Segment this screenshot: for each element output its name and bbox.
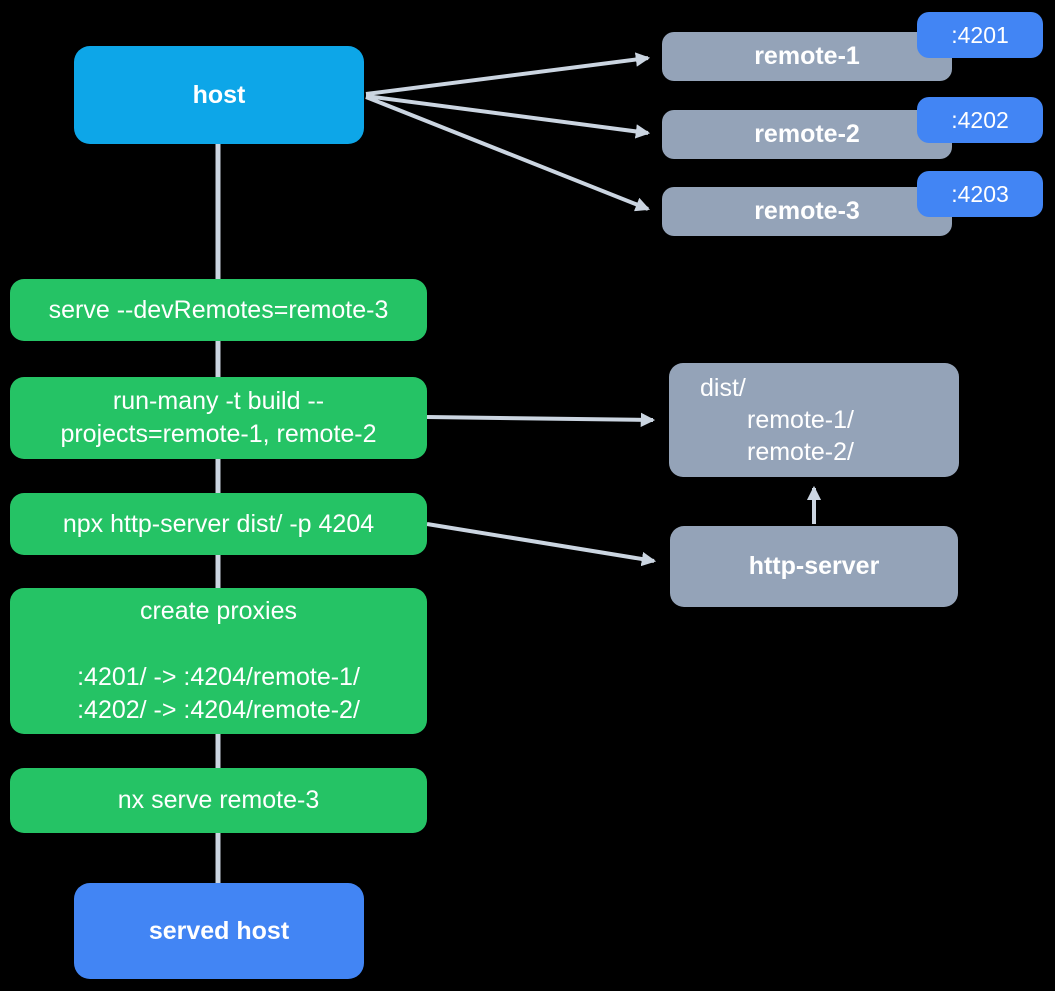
port-badge-4202: :4202 [917,97,1043,143]
port-badge-4201: :4201 [917,12,1043,58]
host-node: host [74,46,364,144]
host-label: host [192,80,246,109]
edge-host-remote-2 [365,94,651,139]
port-badge-4202-label: :4202 [951,106,1009,133]
step-nx-serve-remote-3-text: nx serve remote-3 [117,786,320,814]
step-create-proxies-title: create proxies [139,597,298,625]
step-serve-dev-remotes: serve --devRemotes=remote-3 [10,279,427,341]
dist-folder-node: dist/ remote-1/ remote-2/ [669,363,959,477]
edge-npx-http-server [426,522,657,567]
served-host-label: served host [148,916,290,945]
edge-host-remote-1 [365,52,651,96]
step-create-proxies-mapping-2: :4202/ -> :4204/remote-2/ [77,696,360,724]
dist-folder-remote-1: remote-1/ [747,406,854,434]
step-npx-http-server-text: npx http-server dist/ -p 4204 [62,509,375,538]
remote-1-label: remote-1 [754,42,860,70]
remote-3-label: remote-3 [754,197,860,225]
port-badge-4203: :4203 [917,171,1043,217]
step-serve-dev-remotes-text: serve --devRemotes=remote-3 [48,295,389,324]
step-run-many-build-line-2: projects=remote-1, remote-2 [60,420,377,448]
step-npx-http-server: npx http-server dist/ -p 4204 [10,493,427,555]
step-nx-serve-remote-3: nx serve remote-3 [10,768,427,833]
http-server-label: http-server [748,552,880,580]
port-badge-4203-label: :4203 [951,180,1009,207]
remote-3-node: remote-3 [662,187,952,236]
http-server-node: http-server [670,526,958,607]
step-create-proxies-mapping-1: :4201/ -> :4204/remote-1/ [77,663,360,691]
step-run-many-build: run-many -t build -- projects=remote-1, … [10,377,427,459]
dist-folder-remote-2: remote-2/ [747,438,854,466]
step-run-many-build-line-1: run-many -t build -- [112,387,325,415]
port-badge-4201-label: :4201 [951,21,1009,48]
served-host-node: served host [74,883,364,979]
remote-1-node: remote-1 [662,32,952,81]
edge-host-remote-3 [365,95,651,212]
remote-2-label: remote-2 [754,120,860,148]
step-create-proxies: create proxies :4201/ -> :4204/remote-1/… [10,588,427,734]
dist-folder-root: dist/ [700,374,746,402]
edge-build-dist [426,412,656,428]
remote-2-node: remote-2 [662,110,952,159]
